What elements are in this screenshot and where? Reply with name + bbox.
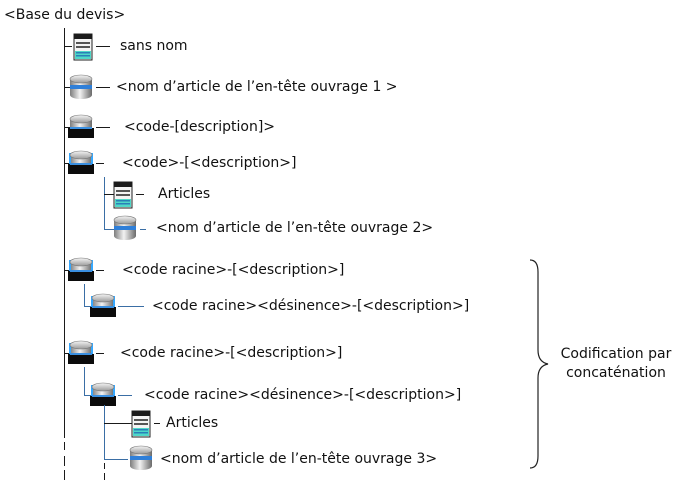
connector <box>64 353 70 354</box>
trunk-dash <box>64 470 65 480</box>
connector <box>64 127 70 128</box>
node-label: <nom d’article de l’en-tête ouvrage 3> <box>160 451 438 467</box>
node-label: <code racine><désinence>-[<description>] <box>144 387 462 403</box>
subtree-dash <box>104 473 105 480</box>
connector <box>64 46 72 47</box>
node-label: <nom d’article de l’en-tête ouvrage 1 > <box>116 79 398 95</box>
trunk-dash <box>64 456 65 466</box>
connector <box>84 306 92 307</box>
database-black-blue-icon <box>68 150 94 174</box>
node-label: <code>-[<description>] <box>122 155 297 171</box>
node-label: <code racine>-[<description>] <box>122 262 345 278</box>
connector <box>64 163 70 164</box>
connector <box>96 353 104 354</box>
node-label: sans nom <box>120 38 188 54</box>
subtree-line <box>84 367 85 395</box>
database-blue-icon <box>113 215 137 240</box>
node-label: <code racine>-[<description>] <box>120 345 343 361</box>
connector <box>140 229 146 230</box>
subtree-line <box>84 284 85 306</box>
annotation-line2: concaténation <box>566 365 666 381</box>
connector <box>96 127 110 128</box>
connector <box>84 395 92 396</box>
connector <box>104 194 114 195</box>
connector <box>154 423 160 424</box>
document-icon <box>113 181 133 209</box>
trunk-line <box>64 28 65 438</box>
node-label: <code racine><désinence>-[<description>] <box>152 298 470 314</box>
connector <box>136 194 144 195</box>
database-black-icon <box>68 114 94 138</box>
database-blue-icon <box>69 74 93 99</box>
subtree-line <box>104 177 105 229</box>
subtree-line <box>104 405 105 459</box>
subtree-dash <box>104 463 105 469</box>
connector <box>104 423 132 424</box>
node-label: Articles <box>158 186 211 202</box>
database-blue-icon <box>129 445 153 470</box>
connector <box>96 87 110 88</box>
node-label: <nom d’article de l’en-tête ouvrage 2> <box>156 220 434 236</box>
connector <box>118 306 144 307</box>
connector <box>64 270 70 271</box>
connector <box>104 229 114 230</box>
curly-brace <box>529 259 549 469</box>
trunk-dash <box>64 442 65 450</box>
database-black-blue-icon <box>90 293 116 317</box>
connector <box>64 87 70 88</box>
annotation-line1: Codification par <box>560 346 672 362</box>
connector <box>96 163 104 164</box>
root-label: <Base du devis> <box>4 7 126 23</box>
document-icon <box>73 33 93 61</box>
document-icon <box>131 410 151 438</box>
database-black-blue-icon <box>90 382 116 406</box>
database-black-blue-icon <box>68 257 94 281</box>
connector <box>96 270 104 271</box>
connector <box>96 46 110 47</box>
connector <box>118 395 132 396</box>
connector <box>104 459 128 460</box>
database-black-blue-icon <box>68 340 94 364</box>
node-label: Articles <box>166 415 219 431</box>
node-label: <code-[description]> <box>124 119 276 135</box>
